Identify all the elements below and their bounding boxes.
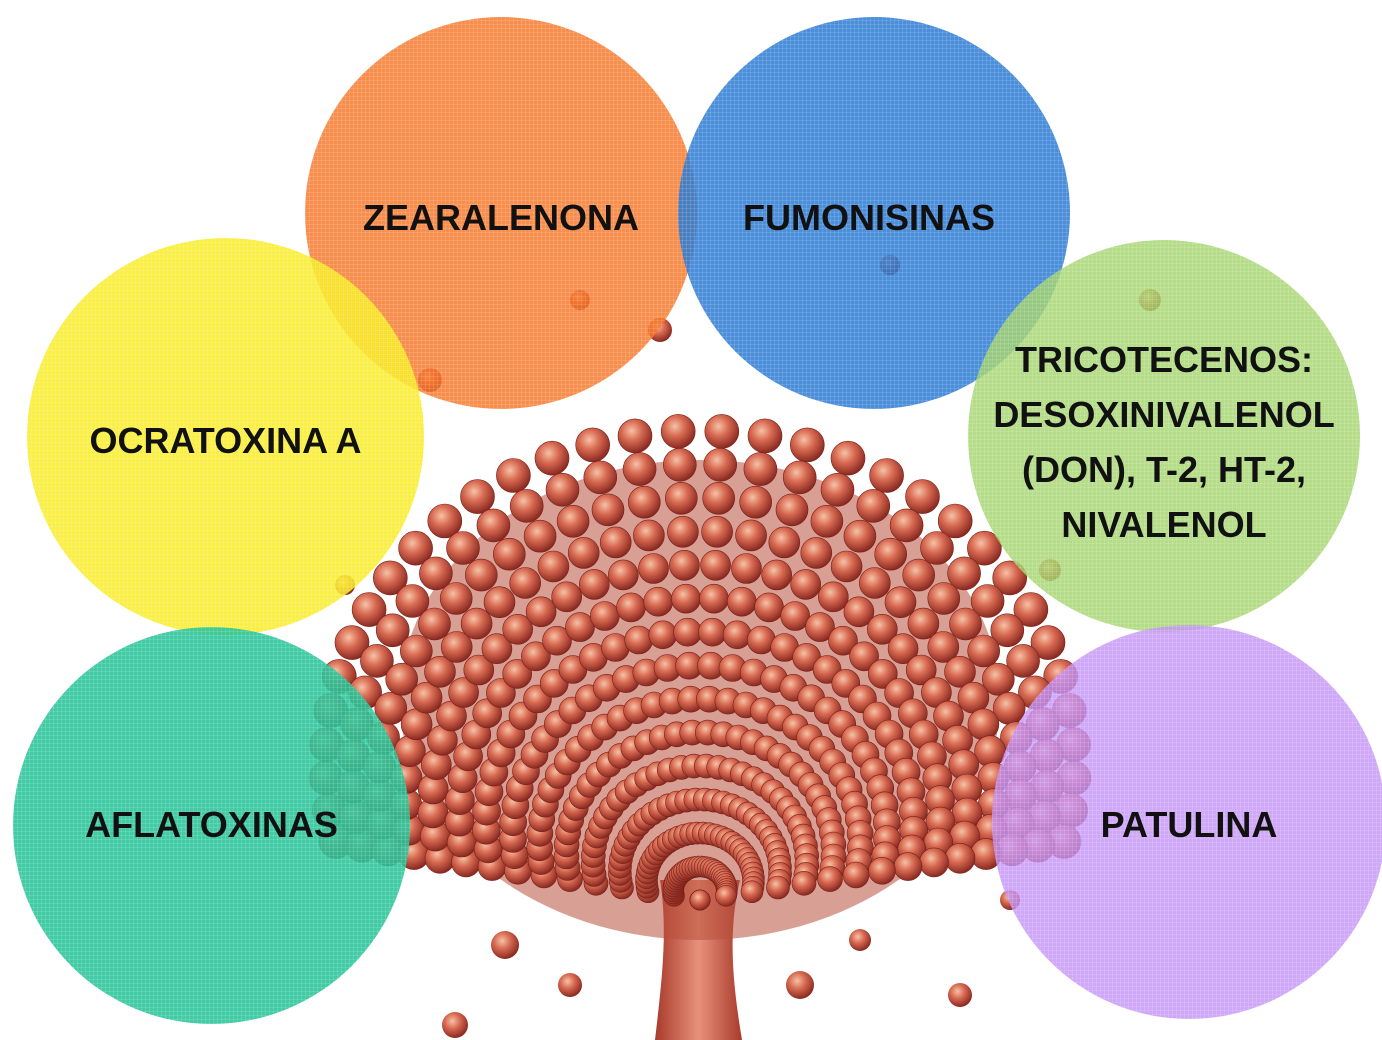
tricotecenos-line-3: (DON), T-2, HT-2, [938,442,1382,497]
ocratoxina-label: OCRATOXINA A [27,418,424,465]
tricotecenos-circle: TRICOTECENOS: DESOXINIVALENOL (DON), T-2… [968,240,1360,632]
tricotecenos-line-4: NIVALENOL [938,497,1382,552]
tricotecenos-line-2: DESOXINIVALENOL [938,387,1382,442]
aflatoxinas-circle: AFLATOXINAS [13,627,410,1024]
tricotecenos-line-1: TRICOTECENOS: [938,332,1382,387]
patulina-label: PATULINA [992,802,1382,849]
zearalenona-label: ZEARALENONA [305,195,697,242]
ocratoxina-circle: OCRATOXINA A [27,238,424,635]
aflatoxinas-label: AFLATOXINAS [13,802,410,849]
tricotecenos-label: TRICOTECENOS: DESOXINIVALENOL (DON), T-2… [938,332,1382,552]
fumonisinas-label: FUMONISINAS [668,195,1070,242]
patulina-circle: PATULINA [992,625,1382,1019]
